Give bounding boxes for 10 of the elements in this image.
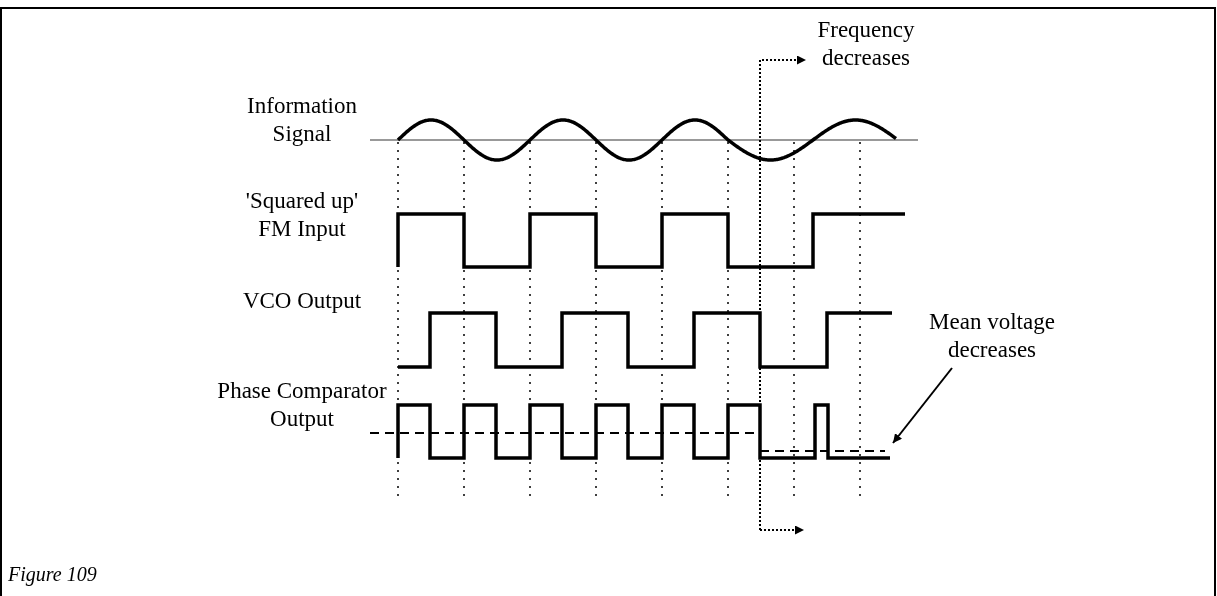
signal-label: Information Signal xyxy=(246,92,358,148)
annotation-arrow xyxy=(759,55,807,531)
signal-label: 'Squared up' FM Input xyxy=(244,187,360,243)
annotation-text: Mean voltage decreases xyxy=(912,308,1072,364)
mean-level-line xyxy=(759,450,886,452)
annotation-text: Frequency decreases xyxy=(806,16,926,72)
signal-label: Phase Comparator Output xyxy=(216,377,388,433)
figure-caption: Figure 109 xyxy=(8,562,97,586)
leader-arrow xyxy=(892,367,953,444)
signal-label: VCO Output xyxy=(242,287,362,315)
